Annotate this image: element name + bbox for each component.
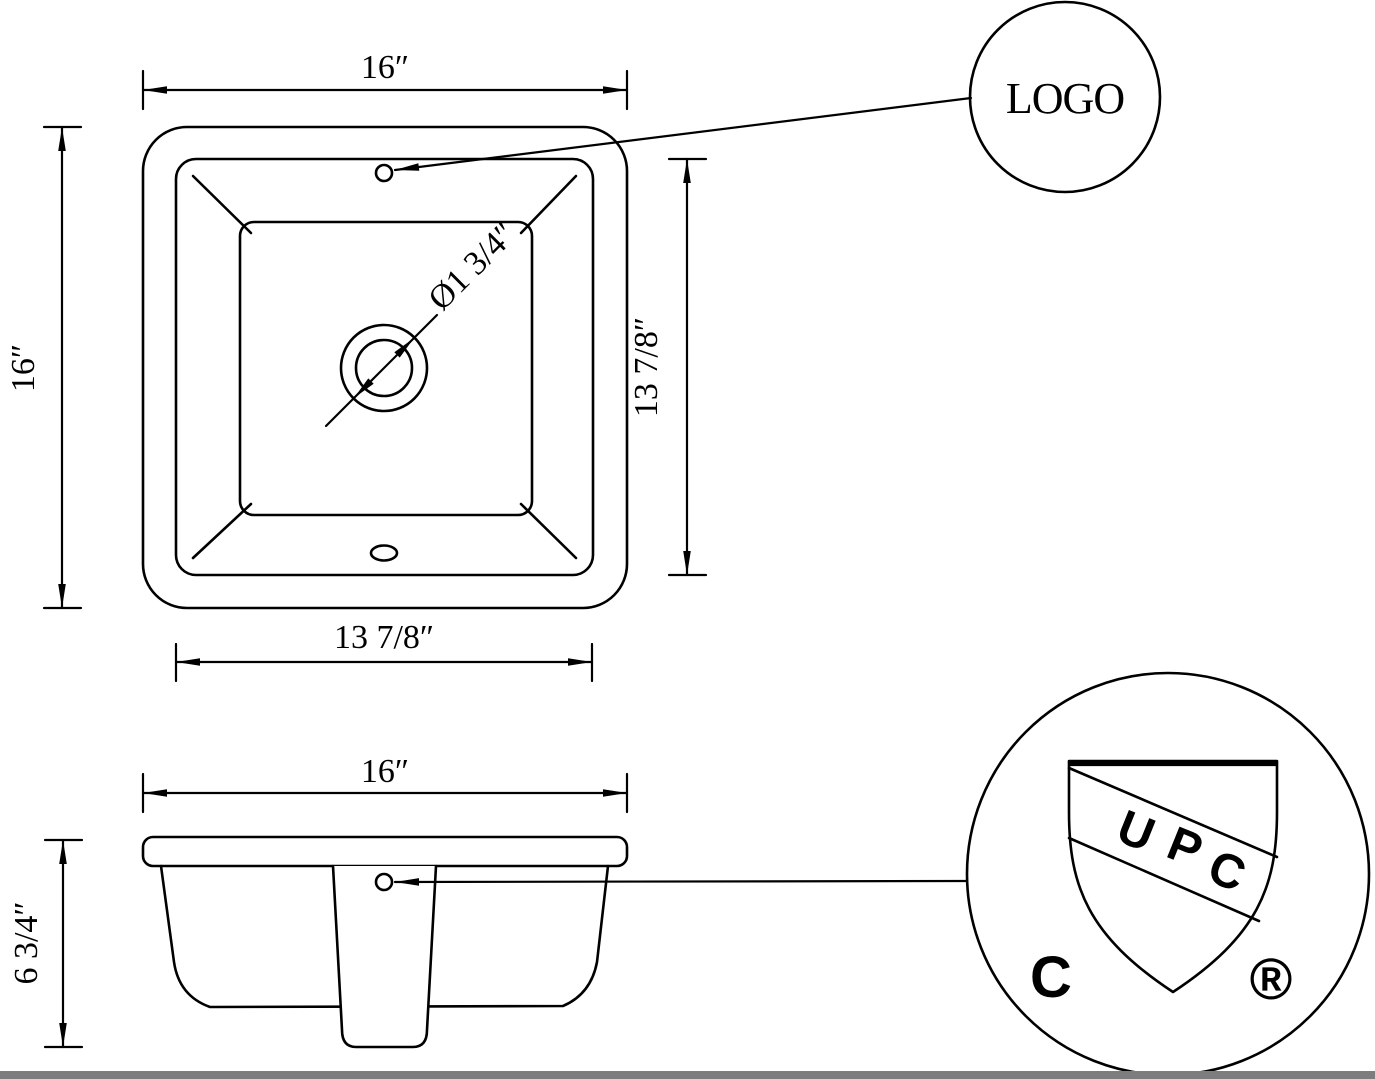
drain-dim-tail <box>324 396 356 428</box>
upc-shield-band-lower <box>1067 836 1261 923</box>
footer-divider-bar <box>0 1071 1375 1079</box>
upc-callout-circle <box>965 671 1371 1077</box>
upc-letter-u: U <box>1110 801 1162 863</box>
top-view-basin-bottom <box>238 220 534 517</box>
top-view-outer-rim <box>141 125 629 610</box>
upc-shield <box>1067 759 1279 994</box>
basin-width-dimension: 13 7/8″ <box>174 619 594 683</box>
drain-dim-arrow-line <box>352 336 416 400</box>
side-view-drain-stub <box>331 864 438 1049</box>
basin-width-label: 13 7/8″ <box>334 619 434 656</box>
certification-position-hole <box>374 872 394 892</box>
upc-callout: U P C C ® <box>393 671 1371 1077</box>
logo-leader-line <box>393 96 973 172</box>
basin-height-label: 13 7/8″ <box>628 317 665 417</box>
top-view-width-label: 16″ <box>361 49 409 86</box>
sink-side-view: 16″ 6 3/4″ <box>8 753 629 1049</box>
drain-outer-circle <box>339 323 429 413</box>
basin-slope-edge-top-right <box>519 174 578 235</box>
top-view-inner-rim <box>174 157 595 577</box>
upc-letter-p: P <box>1160 817 1210 878</box>
upc-leader-line <box>393 878 968 886</box>
upc-shield-band-upper <box>1067 766 1279 859</box>
basin-slope-edge-top-left <box>191 174 253 235</box>
registered-trademark-icon: ® <box>1250 947 1293 1012</box>
side-view-height-dimension: 6 3/4″ <box>8 838 84 1049</box>
drain-diameter-label: Ø1 3/4″ <box>421 215 523 317</box>
side-view-rim <box>141 835 629 868</box>
logo-callout: LOGO <box>393 0 1162 194</box>
drain-dim-extension <box>412 313 439 340</box>
basin-slope-edge-bottom-left <box>191 502 253 560</box>
top-view-height-dimension: 16″ <box>5 125 83 610</box>
logo-position-hole <box>374 163 394 183</box>
drain-diameter-dimension: Ø1 3/4″ <box>324 215 524 428</box>
upc-c-mark: C <box>1030 945 1072 1010</box>
upc-letter-c: C <box>1201 841 1253 903</box>
side-view-bowl <box>159 864 610 1009</box>
logo-callout-circle <box>968 0 1162 194</box>
basin-height-dimension: 13 7/8″ <box>628 157 708 577</box>
side-view-width-dimension: 16″ <box>141 753 629 814</box>
overflow-hole <box>369 544 399 562</box>
side-view-height-label: 6 3/4″ <box>8 901 45 984</box>
logo-label: LOGO <box>1006 74 1124 123</box>
top-view-height-label: 16″ <box>5 344 42 392</box>
top-view-width-dimension: 16″ <box>141 49 629 111</box>
basin-slope-edge-bottom-right <box>519 502 578 560</box>
side-view-width-label: 16″ <box>361 753 409 790</box>
